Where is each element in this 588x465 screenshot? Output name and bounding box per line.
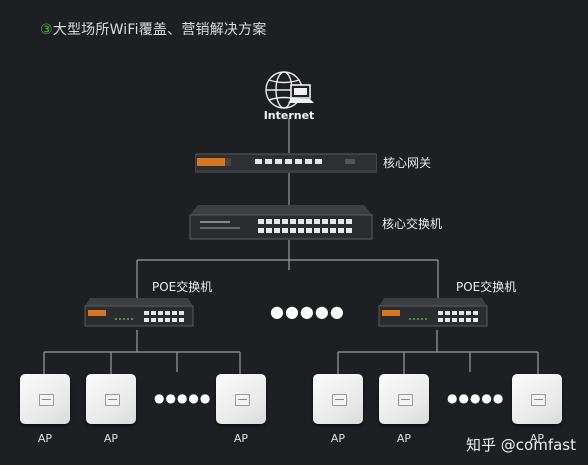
ap-label: AP [330, 432, 346, 445]
ap-label: AP [396, 432, 412, 445]
ap-indicator-icon [531, 394, 546, 406]
access-point [313, 374, 363, 424]
access-point [86, 374, 136, 424]
core-gateway-device [195, 153, 377, 173]
ap-label: AP [529, 432, 545, 445]
ap-indicator-icon [105, 394, 120, 406]
title-text: 大型场所WiFi覆盖、营销解决方案 [52, 22, 267, 38]
core-switch-label: 核心交换机 [382, 217, 443, 231]
core-gateway-label: 核心网关 [383, 156, 432, 170]
ap-label: AP [37, 432, 53, 445]
ap-label: AP [233, 432, 249, 445]
internet-label: Internet [263, 109, 315, 122]
watermark: 知乎 @comfast [466, 436, 576, 454]
ap-label: AP [103, 432, 119, 445]
diagram-title: ③大型场所WiFi覆盖、营销解决方案 [40, 19, 267, 39]
ellipsis-ap-right: ●●●●● [447, 391, 505, 405]
ap-indicator-icon [398, 394, 413, 406]
poe-switch-right-label: POE交换机 [456, 280, 517, 294]
ellipsis-ap-left: ●●●●● [154, 391, 212, 405]
access-point [379, 374, 429, 424]
access-point [20, 374, 70, 424]
access-point [512, 374, 562, 424]
ap-indicator-icon [332, 394, 347, 406]
poe-switch-left-device [84, 298, 194, 327]
ap-indicator-icon [39, 394, 54, 406]
poe-switch-right-device [378, 298, 488, 327]
poe-switch-left-label: POE交换机 [152, 280, 213, 294]
access-point [216, 374, 266, 424]
core-switch-device [189, 205, 373, 240]
laptop-icon [288, 84, 314, 103]
title-number: ③ [40, 22, 53, 38]
ap-indicator-icon [235, 394, 250, 406]
ellipsis-poe: ●●●●● [270, 302, 345, 321]
